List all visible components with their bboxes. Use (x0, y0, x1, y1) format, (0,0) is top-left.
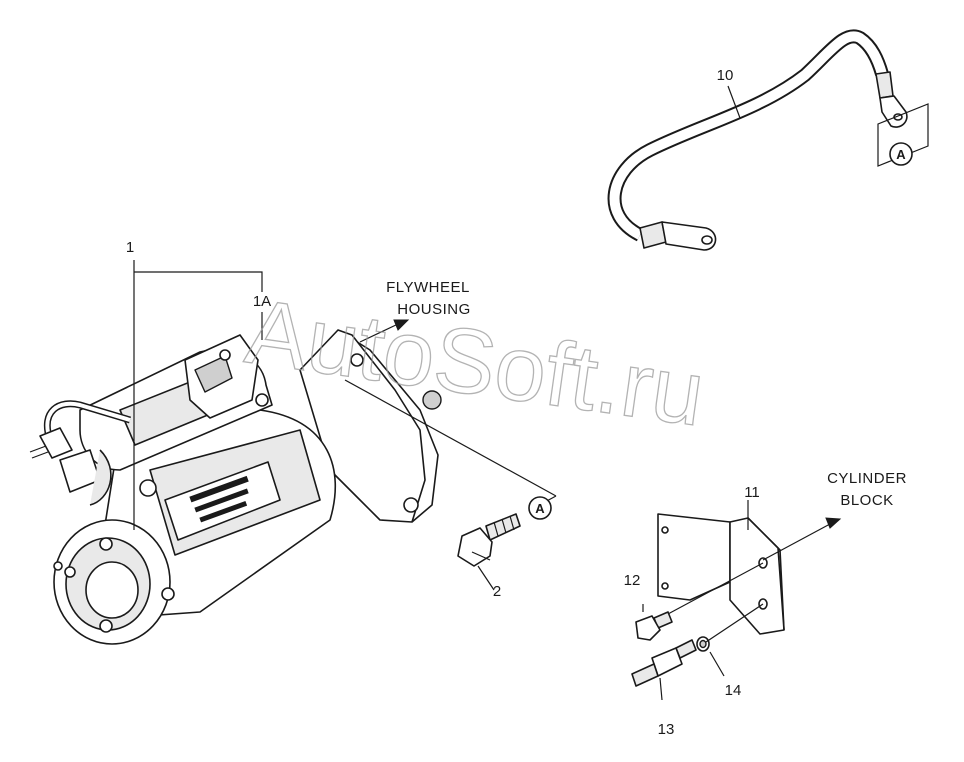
label-part-12: 12 (624, 572, 641, 589)
bolt-part-2 (457, 513, 521, 591)
cylinder-block-line2: BLOCK (840, 492, 893, 509)
label-part-1a: 1A (253, 293, 271, 310)
cylinder-block-line1: CYLINDER (827, 470, 907, 487)
washer-part-14 (696, 603, 764, 677)
flywheel-housing-line1: FLYWHEEL (386, 279, 470, 296)
label-part-10: 10 (717, 67, 734, 84)
label-part-11: 11 (744, 484, 760, 501)
label-part-13: 13 (658, 721, 675, 738)
label-part-14: 14 (725, 682, 742, 699)
callout-a-label: A (535, 501, 545, 516)
callout-a-cable: A (889, 142, 913, 166)
watermark: AutoSoft.ru (240, 280, 711, 446)
bracket-part-11 (657, 500, 842, 635)
starter-motor (29, 312, 442, 645)
flywheel-housing-line2: HOUSING (397, 301, 471, 318)
callout-a-starter: A (528, 496, 552, 520)
battery-cable (607, 29, 929, 251)
leader-part-10 (727, 85, 741, 119)
callout-a-label-2: A (896, 147, 906, 162)
watermark-text: AutoSoft.ru (240, 280, 710, 445)
label-part-2: 2 (493, 583, 501, 600)
flywheel-arrow (359, 319, 410, 343)
nameplate-marks (189, 475, 249, 523)
label-part-1: 1 (126, 239, 134, 256)
screw-part-12 (635, 562, 764, 641)
stud-part-13 (631, 639, 697, 701)
